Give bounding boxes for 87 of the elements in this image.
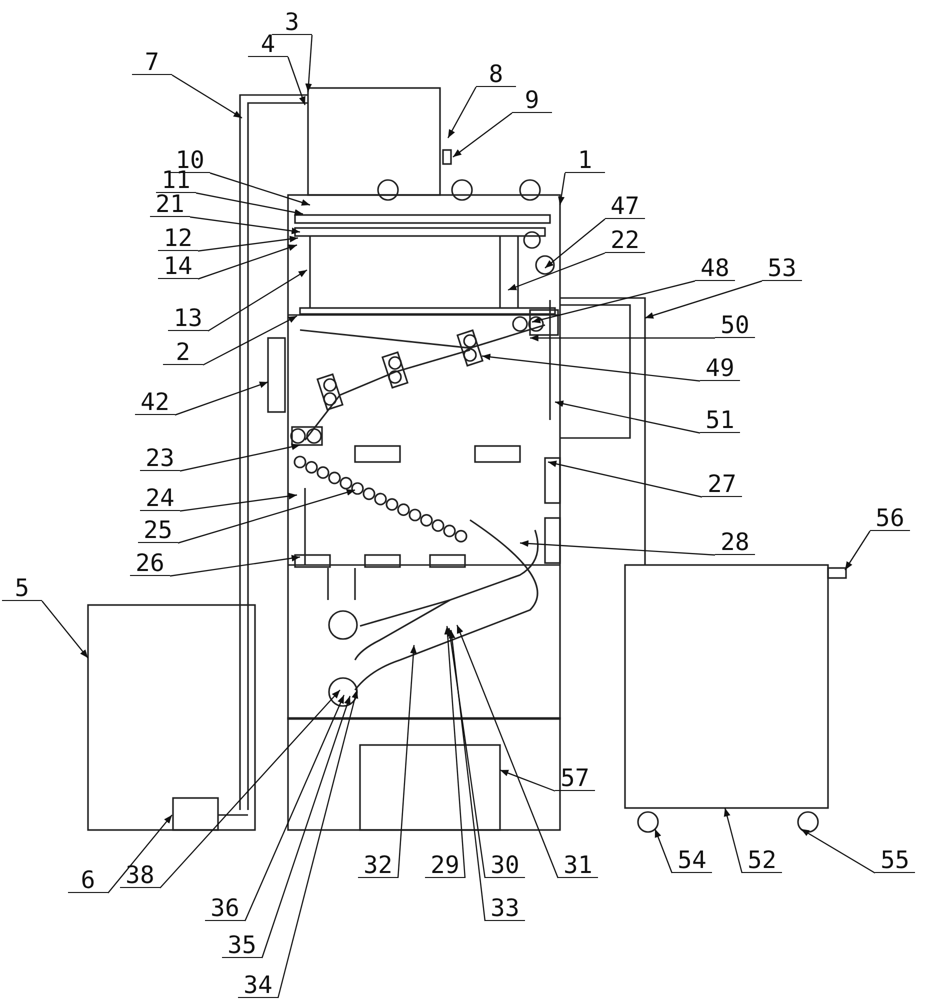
callout-number: 23 [140,446,180,471]
leader-line [198,244,298,280]
leader-line [244,694,345,922]
leader-line [180,444,300,472]
callout-number: 25 [138,518,178,543]
callout-number: 57 [555,766,595,791]
leader-line [724,808,743,874]
callout-number: 7 [132,50,172,75]
callout-number: 29 [425,853,465,878]
callout-number: 30 [485,853,525,878]
leader-line [108,814,172,894]
leader-line [160,690,340,888]
leader-line [277,690,358,998]
leader-line [180,492,298,512]
leader-line [444,626,466,878]
callout-number: 22 [605,228,645,253]
leader-line [397,644,417,878]
callout-number: 3 [272,10,312,35]
callout-number: 28 [715,530,755,555]
callout-number: 47 [605,194,645,219]
leader-line [452,112,512,158]
callout-number: 27 [702,472,742,497]
leader-line [544,218,606,268]
callout-number: 4 [248,32,288,57]
callout-number: 10 [170,148,210,173]
leader-line [196,192,304,216]
leader-line [520,540,716,556]
leader-line [800,828,876,874]
callout-number: 5 [2,576,42,601]
callout-number: 6 [68,868,108,893]
callout-number: 55 [875,848,915,873]
callout-number: 24 [140,486,180,511]
callout-number: 9 [512,88,552,113]
callout-number: 34 [238,973,278,998]
leader-line [844,530,870,570]
callout-number: 35 [222,933,262,958]
leader-line [558,172,566,206]
wheel [637,811,659,833]
callout-number: 52 [742,848,782,873]
leader-line [448,630,486,922]
leader-line [508,252,606,291]
leader-line [482,354,700,382]
leader-line [447,86,477,138]
callout-number: 32 [358,853,398,878]
leader-line [446,628,486,878]
callout-number: 21 [150,192,190,217]
callout-number: 2 [163,340,203,365]
callout-number: 36 [205,896,245,921]
callout-number: 38 [120,863,160,888]
callout-number: 14 [158,254,198,279]
leader-line [172,74,242,119]
leader-line [456,624,559,878]
leader-line [174,381,268,416]
leader-line [644,280,762,319]
leader-line [42,600,88,658]
leader-line [554,400,700,434]
leader-line [198,236,298,252]
leader-line [178,489,356,544]
leader-line [190,216,300,234]
leader-line [170,554,300,577]
callout-number: 13 [168,306,208,331]
callout-number: 48 [695,256,735,281]
callout-number: 1 [565,148,605,173]
callout-number: 12 [158,226,198,251]
callout-number: 26 [130,551,170,576]
callout-number: 50 [715,313,755,338]
wheel [797,811,819,833]
leader-line [210,172,310,206]
callout-number: 33 [485,896,525,921]
leader-line [287,56,306,106]
callout-number: 56 [870,506,910,531]
callout-number: 31 [558,853,598,878]
callout-number: 53 [762,256,802,281]
leader-line [530,334,715,342]
leader-line [261,696,351,958]
leader-line [305,34,313,92]
leader-line [500,769,556,792]
leader-line [202,315,298,366]
callout-number: 54 [672,848,712,873]
callout-number: 8 [476,62,516,87]
callout-number: 42 [135,390,175,415]
callout-number: 49 [700,356,740,381]
leader-line [654,828,673,874]
leader-line [548,460,702,498]
leader-line [208,269,308,332]
callout-number: 51 [700,408,740,433]
leader-line [532,280,696,324]
